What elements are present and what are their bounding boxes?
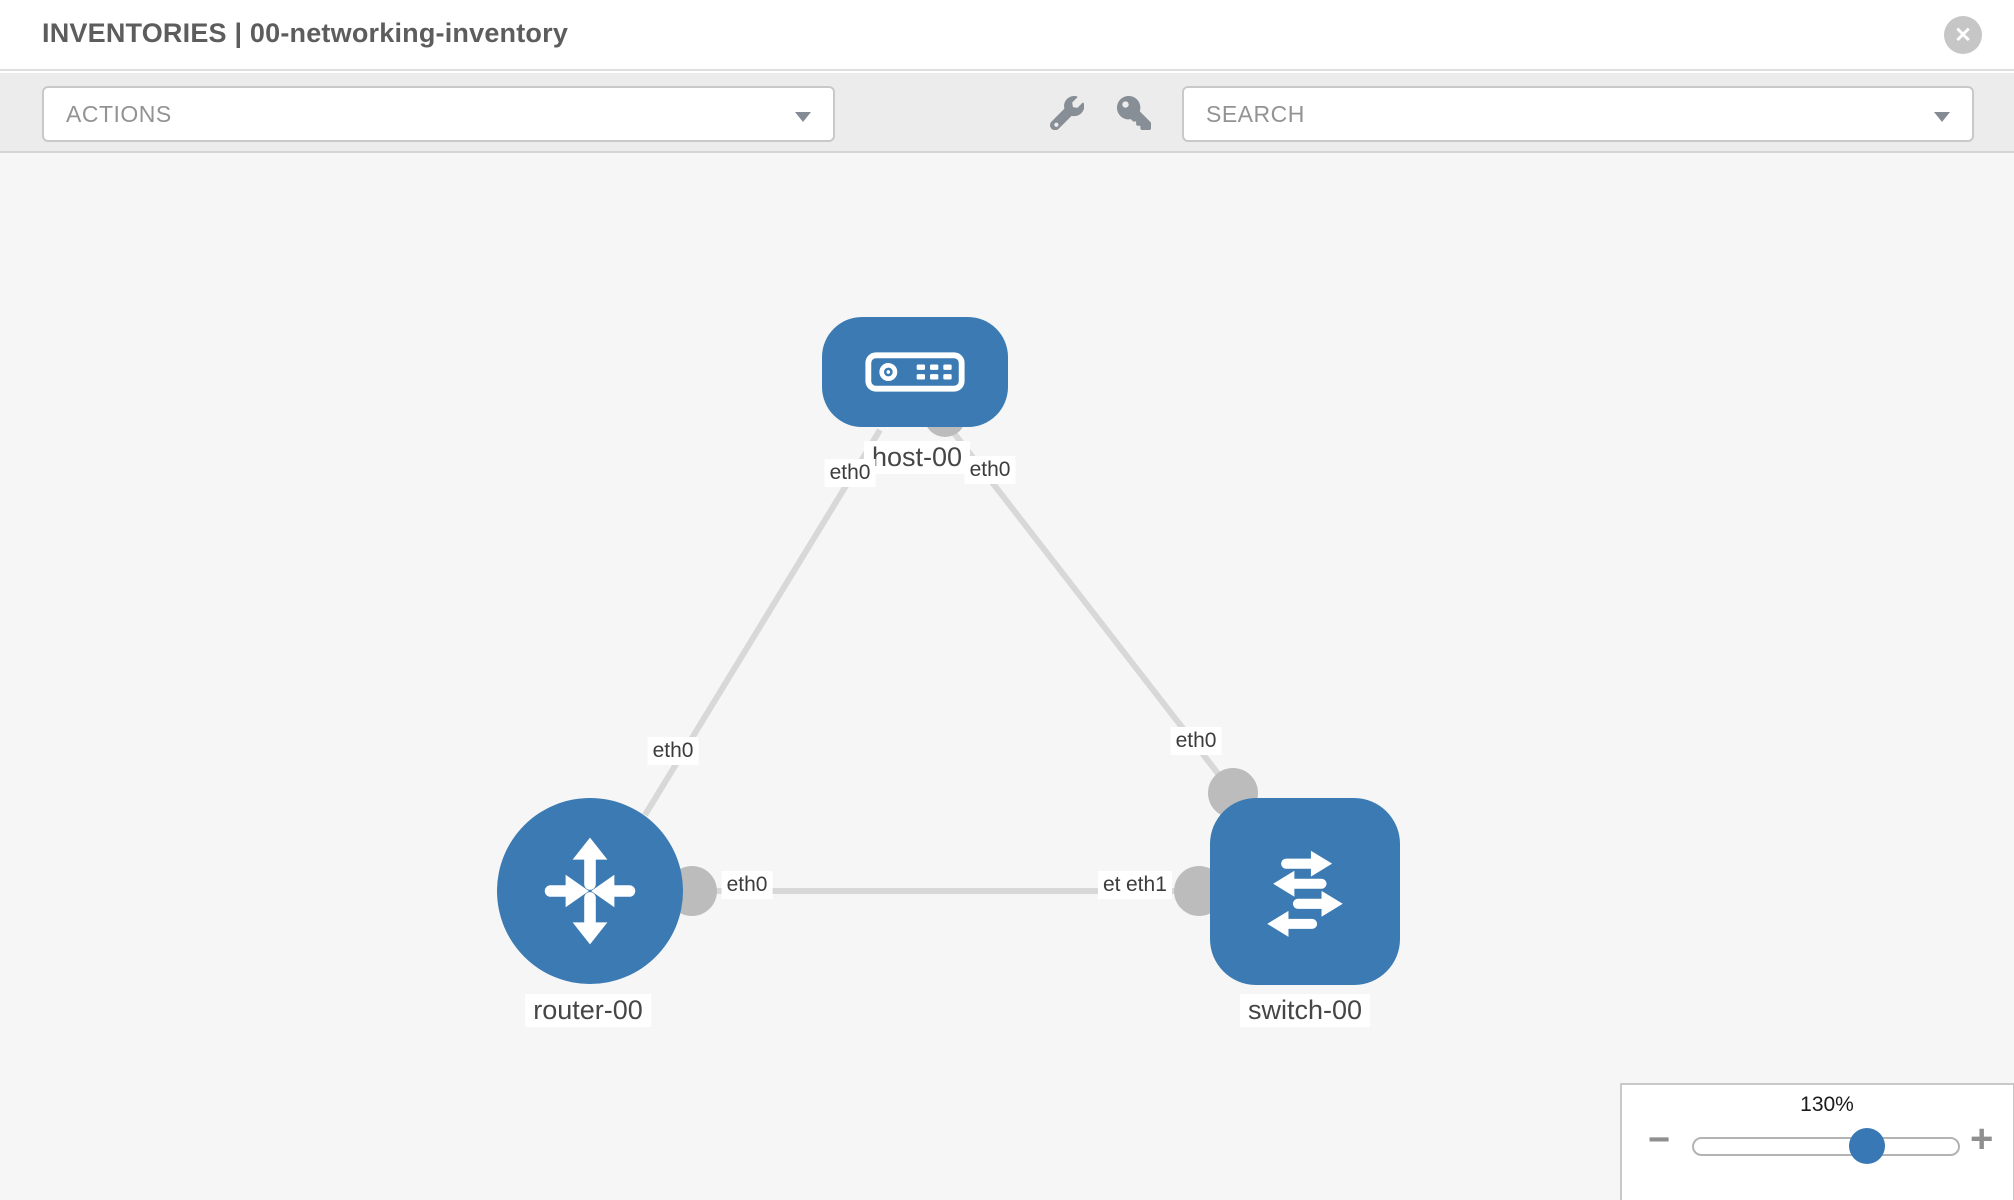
zoom-slider-track[interactable] [1692, 1128, 1960, 1164]
node-label-switch: switch-00 [1239, 994, 1371, 1027]
wrench-icon[interactable] [1048, 95, 1086, 133]
zoom-out-button[interactable]: − [1648, 1119, 1671, 1161]
node-label-host: host-00 [863, 441, 971, 474]
close-glyph: ✕ [1954, 23, 1972, 47]
search-dropdown[interactable]: SEARCH [1182, 86, 1974, 142]
switch-icon [1267, 850, 1343, 937]
if-label-router-eth0: eth0 [721, 871, 773, 899]
topology-canvas[interactable] [0, 153, 2014, 1200]
if-label-host-eth0-left: eth0 [824, 459, 876, 487]
toolbar: ACTIONS SEARCH [0, 73, 2014, 153]
zoom-control-panel: 130% − + [1620, 1083, 2014, 1200]
actions-dropdown[interactable]: ACTIONS [42, 86, 835, 142]
node-switch-00[interactable] [1210, 798, 1400, 985]
caret-down-icon [1934, 112, 1950, 122]
if-label-router-link-eth0: eth0 [647, 737, 699, 765]
header: INVENTORIES | 00-networking-inventory ✕ [0, 0, 2014, 71]
if-label-switch-top-eth0: eth0 [1170, 727, 1222, 755]
node-router-00[interactable] [497, 798, 683, 984]
close-icon[interactable]: ✕ [1944, 16, 1982, 54]
search-dropdown-label: SEARCH [1206, 100, 1305, 127]
zoom-slider-thumb[interactable] [1849, 1128, 1885, 1164]
node-label-router: router-00 [525, 994, 651, 1027]
if-label-host-eth0-right: eth0 [964, 456, 1016, 484]
key-icon[interactable] [1115, 95, 1153, 133]
zoom-in-button[interactable]: + [1970, 1117, 1994, 1161]
actions-dropdown-label: ACTIONS [66, 100, 172, 127]
zoom-percentage: 130% [1800, 1093, 1854, 1116]
host-icon [865, 352, 965, 392]
caret-down-icon [795, 112, 811, 122]
node-host-00[interactable] [822, 317, 1008, 427]
if-label-switch-eth1: eth1 [1121, 871, 1172, 899]
page-title: INVENTORIES | 00-networking-inventory [42, 18, 569, 48]
router-icon [544, 837, 636, 945]
